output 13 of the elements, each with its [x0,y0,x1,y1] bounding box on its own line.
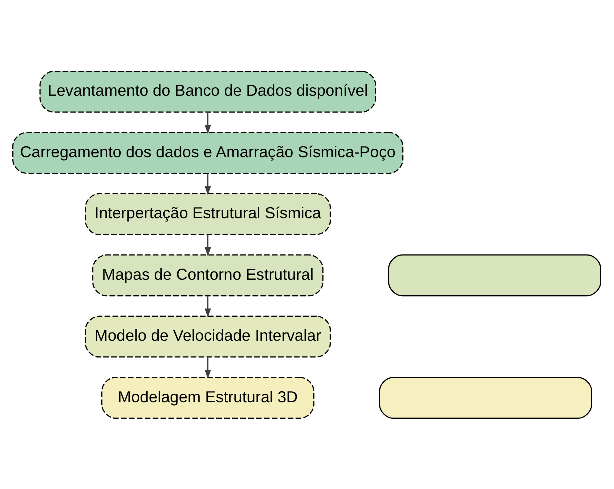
arrow [204,112,212,134]
node-box [388,254,602,296]
node-box: Interpertação Estrutural Sísmica [85,192,332,235]
node-box: Modelagem Estrutural 3D [102,376,315,419]
node-box: Carregamento dos dados e Amarração Sísmica-Poço [12,132,404,174]
arrow [204,234,212,256]
node-box: Mapas de Contorno Estrutural [92,254,324,296]
arrow [204,173,212,195]
node-box: Modelo de Velocidade Intervalar [85,315,332,358]
node-box: Levantamento do Banco de Dados disponível [40,70,376,112]
arrow [204,356,212,379]
arrow [204,296,212,318]
node-box [379,376,592,419]
